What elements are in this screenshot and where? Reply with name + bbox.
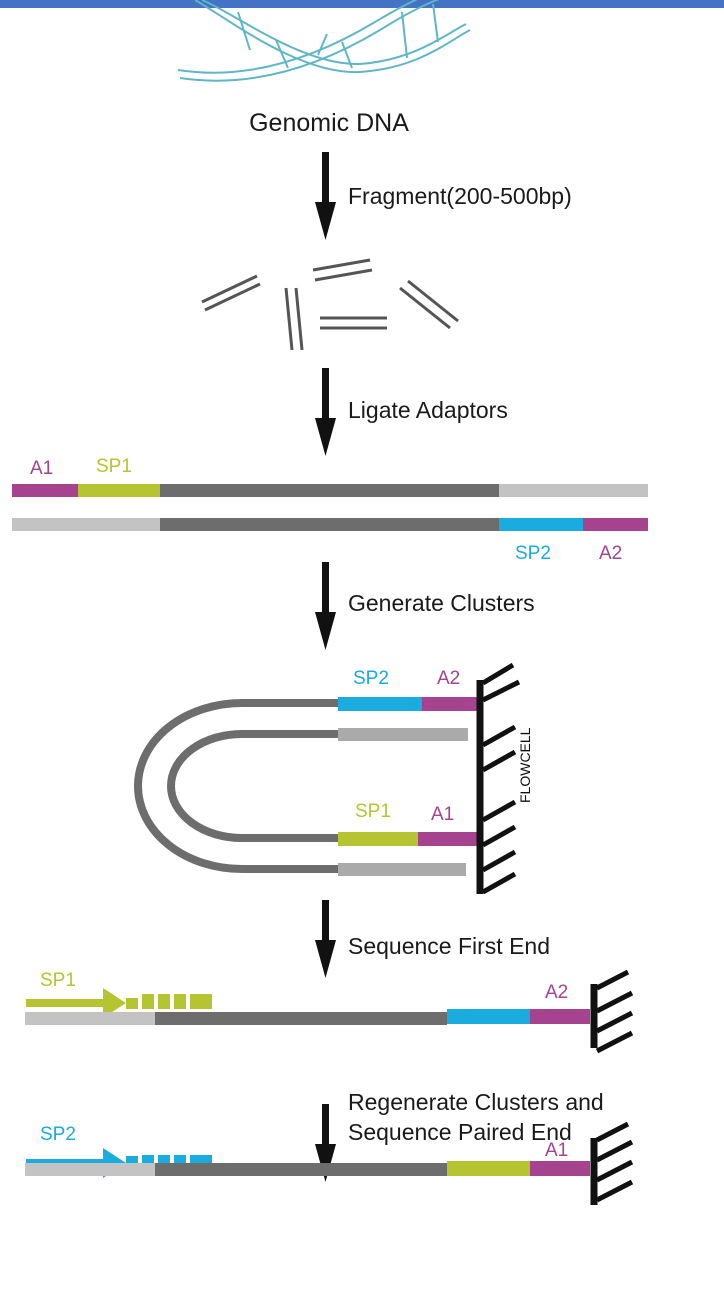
label-a2: A2 <box>599 543 623 564</box>
segment-complement <box>25 1012 155 1025</box>
label-a1: A1 <box>431 804 455 825</box>
segment-complement <box>25 1163 155 1176</box>
segment-a2 <box>583 518 648 531</box>
segment-sp1 <box>447 1161 530 1176</box>
arrow-down-icon <box>315 562 336 650</box>
label-sp1: SP1 <box>40 970 76 991</box>
segment-complement <box>338 863 466 876</box>
label-a1: A1 <box>545 1140 569 1161</box>
segment-sp2 <box>338 697 422 711</box>
first-end-construct <box>25 988 590 1025</box>
segment-insert <box>160 518 499 531</box>
flowcell-wall <box>590 1121 634 1205</box>
label-sp2: SP2 <box>515 543 551 564</box>
segment-insert <box>155 1012 447 1025</box>
arrow-down-icon <box>315 900 336 978</box>
step-sequence-first-end-label: Sequence First End <box>348 933 551 959</box>
segment-a2 <box>422 697 477 711</box>
segment-a2 <box>530 1009 590 1024</box>
segment-sp2 <box>447 1009 530 1024</box>
step-ligate-label: Ligate Adaptors <box>348 397 508 423</box>
flowcell-wall <box>590 969 634 1054</box>
paired-end-construct <box>25 1148 590 1178</box>
label-a1: A1 <box>30 458 54 479</box>
arrow-down-icon <box>315 368 336 456</box>
segment-a1 <box>12 484 78 497</box>
dna-fragments <box>201 258 459 351</box>
segment-a1 <box>418 832 477 846</box>
dna-helix-icon <box>177 0 471 82</box>
segment-complement <box>338 728 468 741</box>
flowcell-label: FLOWCELL <box>517 727 533 803</box>
step-regenerate-label: Regenerate Clusters and <box>348 1089 604 1115</box>
segment-insert <box>155 1163 447 1176</box>
segment-complement <box>499 484 648 497</box>
step-paired-end-label: Sequence Paired End <box>348 1119 572 1145</box>
label-sp2: SP2 <box>40 1124 76 1145</box>
label-sp2: SP2 <box>353 668 389 689</box>
header-bar <box>0 0 724 8</box>
step-fragment-label: Fragment(200-500bp) <box>348 183 572 209</box>
label-a2: A2 <box>545 982 569 1003</box>
flowcell-wall <box>476 662 521 895</box>
genomic-dna-title: Genomic DNA <box>249 109 409 137</box>
segment-sp1 <box>78 484 160 497</box>
sp1-primer-arrow <box>26 988 126 1018</box>
ligated-construct <box>12 484 648 531</box>
segment-sp1 <box>338 832 418 846</box>
step-generate-clusters-label: Generate Clusters <box>348 590 535 616</box>
label-sp1: SP1 <box>355 801 391 822</box>
arrow-down-icon <box>315 152 336 240</box>
label-sp1: SP1 <box>96 456 132 477</box>
segment-sp2 <box>499 518 583 531</box>
bridge-cluster <box>134 697 477 876</box>
label-a2: A2 <box>437 668 461 689</box>
segment-complement <box>12 518 160 531</box>
segment-insert <box>160 484 499 497</box>
segment-a1 <box>530 1161 590 1176</box>
